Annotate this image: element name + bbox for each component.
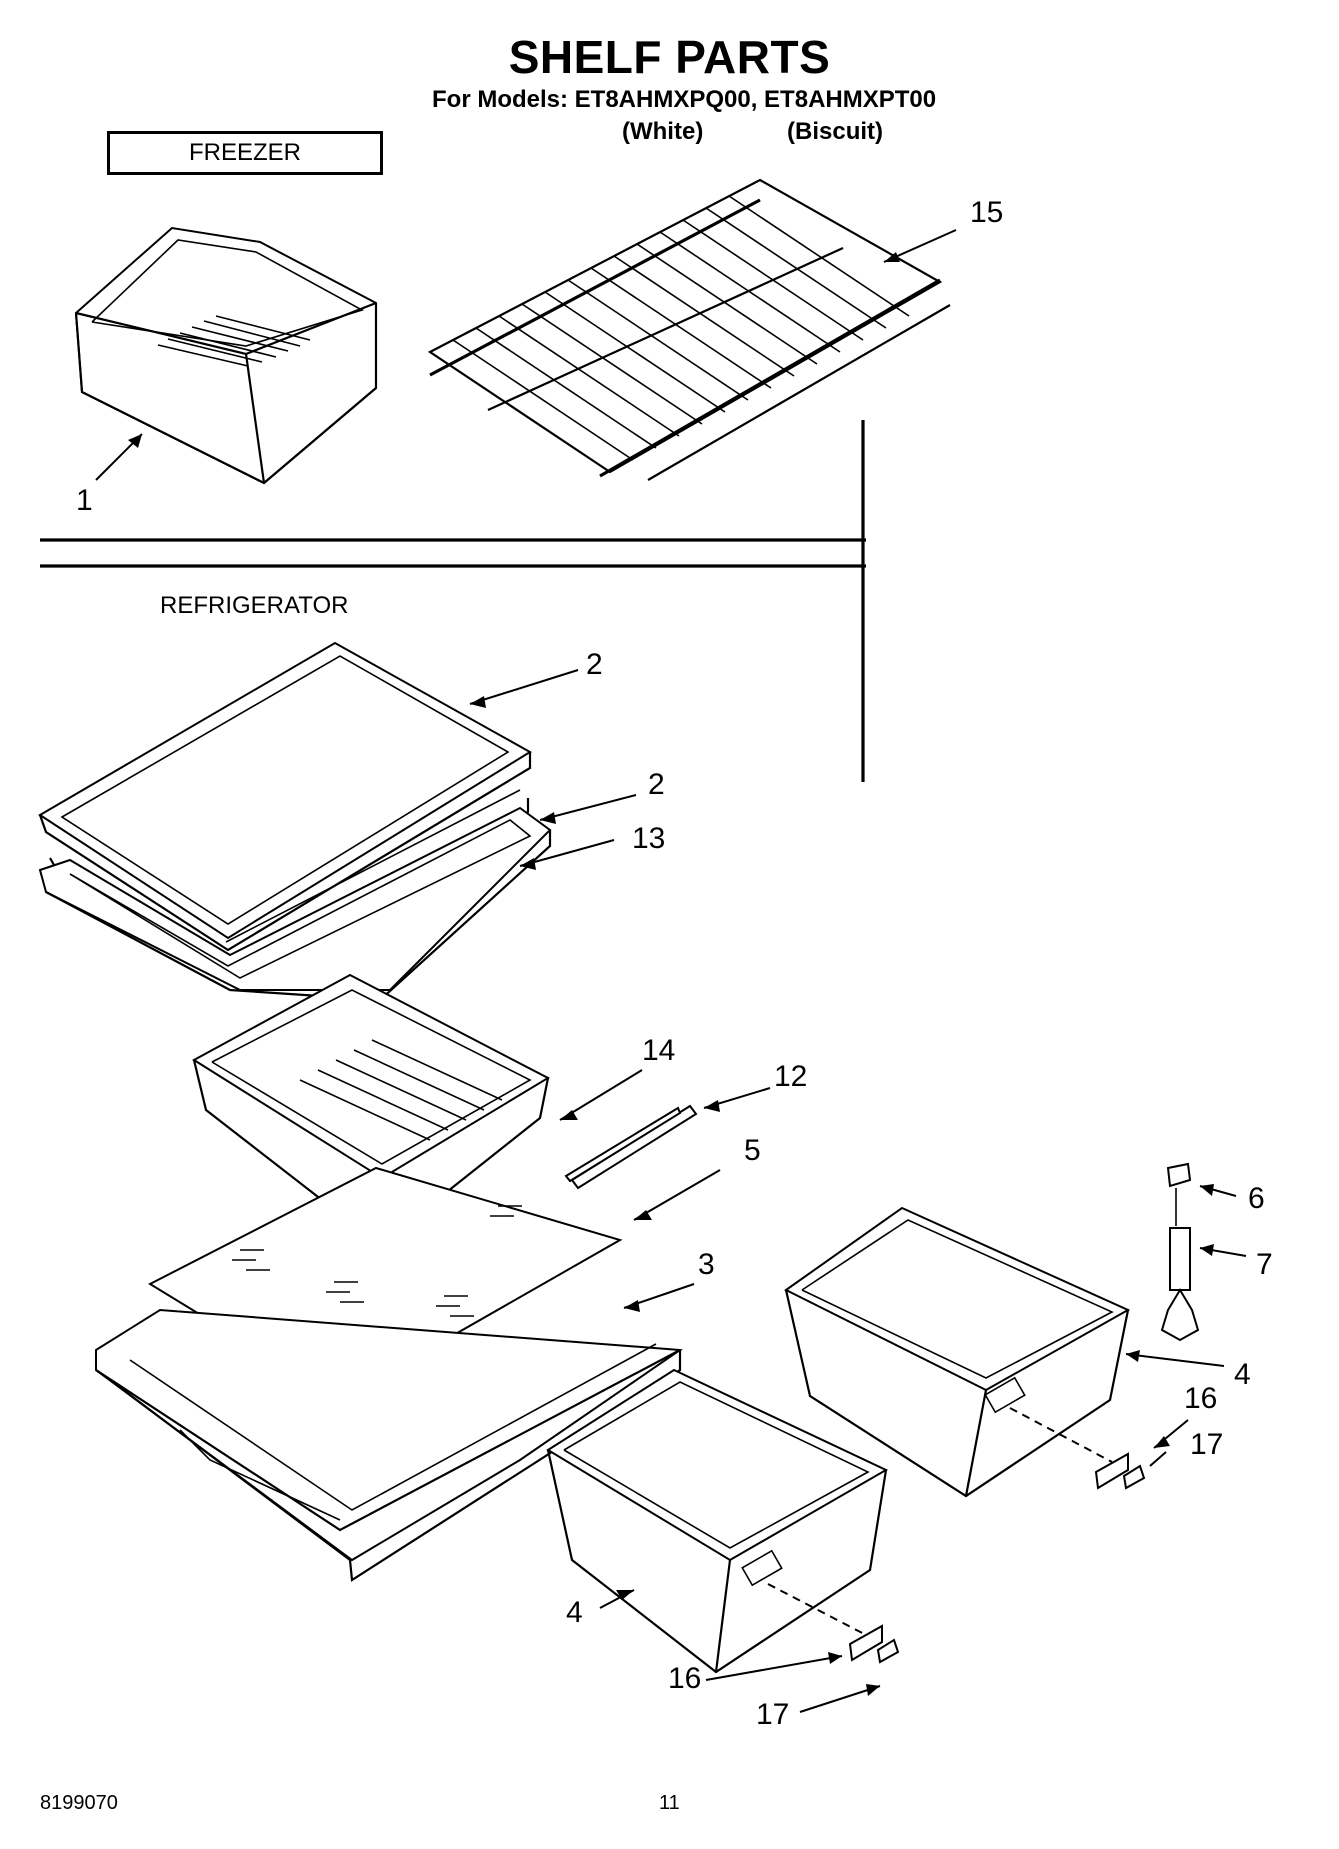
- section-dividers: [40, 420, 866, 782]
- callout-15: 15: [970, 196, 1004, 229]
- part-13-shelf-frame: [38, 806, 552, 1002]
- callout-17-left: 17: [756, 1698, 790, 1731]
- part-4-crisper-drawer-right: [784, 1206, 1131, 1498]
- callout-16-right: 16: [1184, 1382, 1218, 1415]
- callout-2-lower: 2: [648, 768, 665, 801]
- models-line: For Models: ET8AHMXPQ00, ET8AHMXPT00: [432, 86, 937, 113]
- callout-3: 3: [698, 1248, 715, 1281]
- callout-2-upper: 2: [586, 648, 603, 681]
- callout-1: 1: [76, 484, 93, 517]
- part-12-trim-strip: [564, 1104, 698, 1190]
- freezer-label-text: FREEZER: [188, 139, 301, 166]
- freezer-section-label: FREEZER: [107, 131, 383, 175]
- part-6-knob: [1166, 1162, 1192, 1226]
- callout-12: 12: [774, 1060, 808, 1093]
- leader-lines: [95, 229, 1247, 1713]
- variant-biscuit: (Biscuit): [787, 118, 883, 145]
- page-title: SHELF PARTS: [508, 31, 831, 83]
- variant-white: (White): [622, 118, 704, 145]
- callout-5: 5: [744, 1134, 761, 1167]
- part-16-17-clip-right: [1094, 1452, 1146, 1490]
- callout-4-left: 4: [566, 1596, 583, 1629]
- part-16-17-clip-left: [848, 1624, 900, 1664]
- callout-14: 14: [642, 1034, 676, 1067]
- document-number: 8199070: [40, 1792, 118, 1814]
- part-3-crisper-cover-frame: [95, 1308, 683, 1582]
- part-7-shaft: [1160, 1227, 1200, 1342]
- callout-16-left: 16: [668, 1662, 702, 1695]
- part-2-glass-shelf-upper: [38, 641, 532, 952]
- page-number: 11: [659, 1792, 680, 1814]
- refrigerator-section-label: REFRIGERATOR: [160, 592, 349, 619]
- callout-17-right: 17: [1190, 1428, 1224, 1461]
- callout-4-right: 4: [1234, 1358, 1251, 1391]
- callout-7: 7: [1256, 1248, 1273, 1281]
- part-1-freezer-basket: [74, 226, 378, 485]
- callout-6: 6: [1248, 1182, 1265, 1215]
- callout-13: 13: [632, 822, 666, 855]
- part-15-wire-shelf: [427, 178, 951, 481]
- part-4-crisper-drawer-left: [546, 1368, 889, 1674]
